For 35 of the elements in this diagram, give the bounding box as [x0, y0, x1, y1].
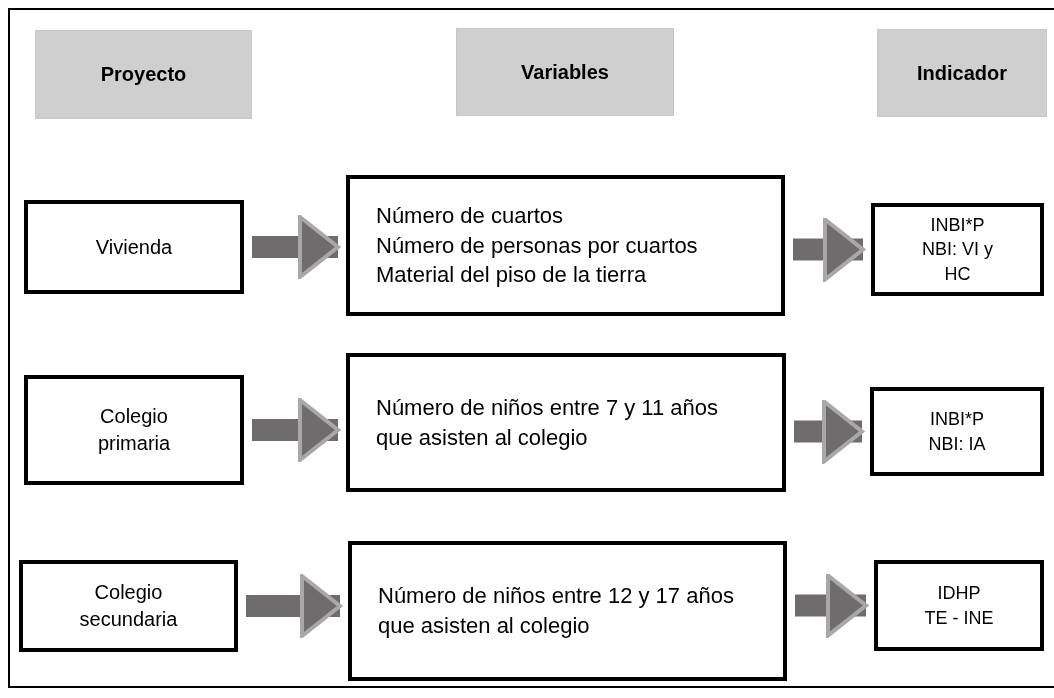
process-box: [19, 560, 238, 652]
box-text: NBI: VI y HC: [921, 238, 994, 286]
box-text: INBI*P: [930, 408, 984, 432]
process-box: [871, 203, 1044, 296]
process-box: [346, 175, 785, 316]
box-text: TE - INE: [924, 606, 994, 630]
box-text: Material del piso de la tierra: [376, 261, 647, 290]
process-box: [874, 560, 1044, 651]
column-header: [456, 28, 674, 116]
box-text: INBI*P: [930, 214, 985, 238]
column-header: [877, 29, 1047, 117]
box-text: Colegio primaria: [96, 404, 172, 456]
box-text: Número de niños entre 12 y 17 años que asisten al colegio: [378, 582, 735, 640]
box-text: Indicador: [917, 60, 1007, 86]
block-arrow: [794, 399, 864, 464]
process-box: [24, 200, 244, 294]
process-box: [24, 375, 244, 485]
box-text: NBI: IA: [928, 432, 986, 456]
block-arrow: [246, 574, 342, 638]
block-arrow: [795, 573, 868, 638]
box-text: Colegio secundaria: [78, 580, 179, 632]
box-text: IDHP: [937, 582, 981, 606]
block-arrow: [252, 398, 340, 462]
box-text: Variables: [521, 59, 609, 85]
column-header: [35, 30, 252, 119]
block-arrow: [793, 217, 865, 282]
process-box: [870, 387, 1044, 476]
box-text: Número de cuartos: [376, 201, 564, 230]
box-text: Proyecto: [100, 62, 187, 87]
box-text: Número de niños entre 7 y 11 años que asisten al colegio: [376, 393, 720, 452]
process-box: [348, 541, 787, 681]
block-arrow: [252, 215, 340, 279]
process-box: [346, 353, 786, 492]
box-text: Número de personas por cuartos: [376, 231, 698, 260]
box-text: Vivienda: [95, 234, 173, 260]
